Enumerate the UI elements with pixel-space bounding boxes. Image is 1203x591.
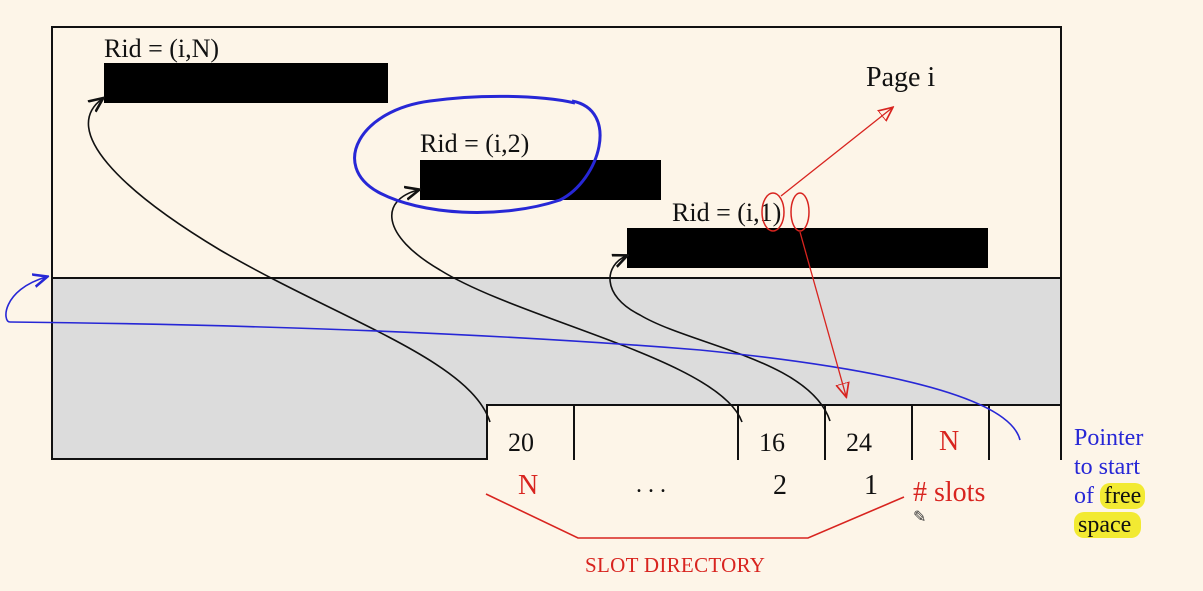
slot-2-pointer-arrow xyxy=(391,190,743,423)
slot-index-1: 1 xyxy=(864,470,878,501)
free-space-pointer-arrow xyxy=(5,277,1021,441)
slot-id-arrow xyxy=(799,231,846,396)
slot-1: 24 xyxy=(824,406,911,460)
highlight-space: space xyxy=(1074,512,1142,538)
slot-directory-label: SLOT DIRECTORY xyxy=(585,553,766,577)
slot-n: 20 xyxy=(486,406,573,460)
pointer-line-1: Pointer xyxy=(1074,425,1144,451)
highlight-free: free xyxy=(1100,483,1146,509)
highlight-circle xyxy=(353,94,602,214)
pointer-line-4: space xyxy=(1074,511,1145,540)
page-id-arrow xyxy=(780,108,892,197)
pointer-line-3-prefix: of xyxy=(1074,483,1100,509)
rid-label-2: Rid = (i,2) xyxy=(420,129,530,158)
slot-index-ellipsis: . . . xyxy=(636,472,666,498)
pointer-annotation: Pointer to start of free space xyxy=(1074,424,1146,540)
record-n xyxy=(104,63,388,103)
rid-label-n: Rid = (i,N) xyxy=(104,34,220,63)
slot-index-n: N xyxy=(518,470,539,501)
oval-page-id xyxy=(761,192,785,232)
pointer-line-3: of free xyxy=(1074,482,1146,511)
record-1 xyxy=(627,228,988,268)
oval-slot-id xyxy=(790,192,810,232)
num-slots-label: # slots xyxy=(913,477,986,508)
slot-1-value: 24 xyxy=(846,428,872,457)
slot-index-2: 2 xyxy=(773,470,787,501)
slot-2-value: 16 xyxy=(759,428,785,457)
slot-directory-bracket xyxy=(485,493,905,539)
slot-n-pointer-arrow xyxy=(88,99,491,423)
num-slots-value: N xyxy=(939,426,960,457)
slot-directory-row: 20 16 24 N xyxy=(486,404,1062,462)
slot-n-value: 20 xyxy=(508,428,534,457)
num-slots-cell: N xyxy=(911,406,988,460)
slot-2: 16 xyxy=(737,406,824,460)
page-title: Page i xyxy=(866,62,936,93)
record-2 xyxy=(420,160,661,200)
slot-middle xyxy=(573,406,737,460)
slot-1-pointer-arrow xyxy=(609,256,831,422)
pointer-line-2: to start xyxy=(1074,454,1140,480)
pencil-icon: ✎ xyxy=(913,509,927,526)
